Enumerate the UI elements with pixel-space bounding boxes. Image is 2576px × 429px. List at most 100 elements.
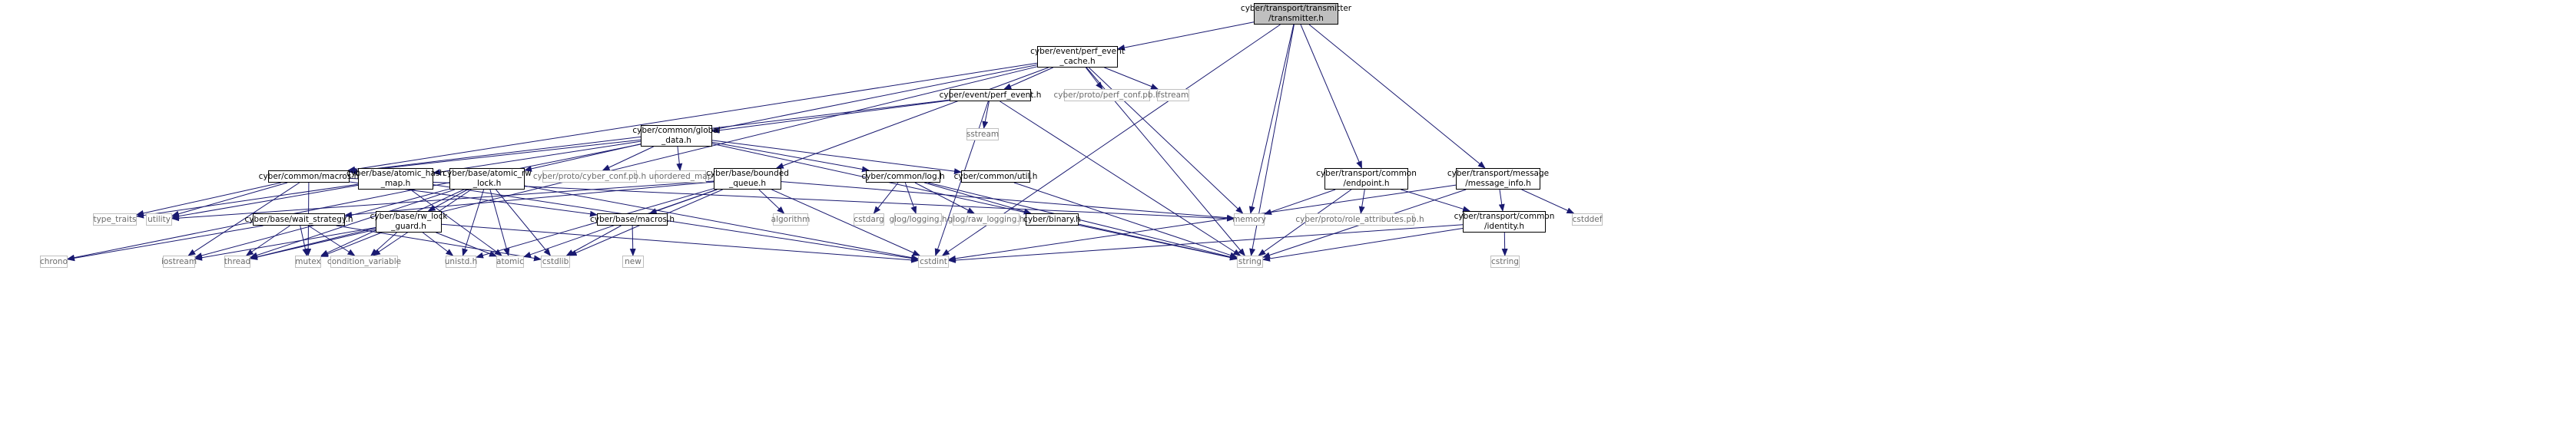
edge-rw_lock_guard-to-iostream bbox=[194, 227, 376, 261]
edge-wait_strategy-to-condition_variable bbox=[308, 225, 356, 256]
condition-variable-node: condition_variable bbox=[327, 256, 401, 268]
edge-endpoint-to-identity bbox=[1401, 189, 1471, 213]
global-data-h-node[interactable]: cyber/common/global _data.h bbox=[632, 125, 721, 147]
edge-identity-to-string bbox=[1262, 228, 1464, 262]
edge-bounded_queue-to-cstdint bbox=[771, 189, 921, 256]
edge-message_info-to-cstdint bbox=[948, 184, 1457, 262]
edge-perf_event_cache-to-perf_event bbox=[1003, 67, 1053, 90]
edge-endpoint-to-memory bbox=[1264, 189, 1336, 215]
new-node: new bbox=[622, 256, 644, 268]
glog-raw-logging-h-node: glog/raw_logging.h bbox=[948, 213, 1024, 226]
unordered-map-node: unordered_map bbox=[649, 170, 712, 183]
edge-global_data-to-macros_common bbox=[349, 139, 642, 175]
edge-log-to-glog_logging bbox=[904, 182, 917, 214]
edge-global_data-to-atomic_hash_map bbox=[433, 140, 642, 176]
edge-transmitter-to-memory bbox=[1248, 24, 1295, 214]
edge-message_info-to-identity bbox=[1498, 189, 1505, 212]
cstdarg-node: cstdarg bbox=[854, 213, 884, 226]
type-traits-node: type_traits bbox=[93, 213, 137, 226]
edge-perf_event_cache-to-perf_conf_pb bbox=[1085, 67, 1103, 90]
edge-perf_event-to-global_data bbox=[711, 100, 950, 134]
mutex-node: mutex bbox=[295, 256, 321, 268]
edge-bounded_queue-to-unistd bbox=[476, 188, 714, 259]
edge-perf_event_cache-to-chrono bbox=[67, 64, 1038, 261]
utility-node: utility bbox=[146, 213, 172, 226]
edge-atomic_rw_lock-to-thread bbox=[250, 189, 456, 259]
edge-bounded_queue-to-wait_strategy bbox=[344, 181, 714, 218]
edge-message_info-to-cstddef bbox=[1521, 189, 1575, 214]
edge-bounded_queue-to-memory bbox=[781, 181, 1235, 221]
edge-global_data-to-atomic_rw_lock bbox=[524, 144, 642, 172]
perf-conf-pb-h-node: cyber/proto/perf_conf.pb.h bbox=[1053, 89, 1161, 101]
base-macros-h-node[interactable]: cyber/base/macros.h bbox=[590, 213, 675, 226]
edge-log-to-string bbox=[927, 182, 1238, 260]
edge-macros_base-to-cstdlib bbox=[565, 225, 622, 256]
string-node: string bbox=[1237, 256, 1263, 268]
memory-node: memory bbox=[1232, 213, 1266, 226]
cstdint-node: cstdint bbox=[918, 256, 949, 268]
identity-h-node[interactable]: cyber/transport/common /identity.h bbox=[1454, 211, 1555, 233]
fstream-node: fstream bbox=[1157, 89, 1189, 101]
edge-perf_event_cache-to-fstream bbox=[1104, 67, 1159, 90]
edge-atomic_rw_lock-to-atomic bbox=[489, 189, 510, 256]
endpoint-h-node[interactable]: cyber/transport/common /endpoint.h bbox=[1316, 168, 1417, 190]
edge-macros_base-to-new bbox=[629, 225, 636, 256]
edge-perf_event_cache-to-bounded_queue bbox=[775, 67, 1049, 169]
edge-log-to-binary bbox=[924, 182, 1032, 215]
edge-perf_event-to-string bbox=[1000, 101, 1242, 256]
binary-h-node[interactable]: cyber/binary.h bbox=[1023, 213, 1081, 226]
common-macros-h-node[interactable]: cyber/common/macros.h bbox=[259, 170, 359, 183]
edge-identity-to-cstdint bbox=[948, 224, 1464, 263]
atomic-rw-lock-h-node[interactable]: cyber/base/atomic_rw _lock.h bbox=[443, 168, 532, 190]
role-attributes-pb-h-node: cyber/proto/role_attributes.pb.h bbox=[1295, 213, 1424, 226]
message-info-h-node[interactable]: cyber/transport/message /message_info.h bbox=[1447, 168, 1550, 190]
edge-perf_event_cache-to-macros_common bbox=[347, 62, 1038, 173]
bounded-queue-h-node[interactable]: cyber/base/bounded _queue.h bbox=[706, 168, 789, 190]
chrono-node: chrono bbox=[40, 256, 68, 268]
edge-atomic_rw_lock-to-cstdint bbox=[524, 185, 919, 261]
edge-endpoint-to-role_attributes_pb bbox=[1358, 189, 1365, 214]
edge-macros_common-to-iostream bbox=[187, 182, 300, 256]
edge-bounded_queue-to-algorithm bbox=[758, 189, 785, 214]
edge-rw_lock_guard-to-cstdint bbox=[441, 223, 919, 263]
edge-identity-to-cstring bbox=[1501, 232, 1508, 256]
edge-transmitter-to-message_info bbox=[1308, 24, 1486, 169]
edge-util-to-string bbox=[1013, 182, 1238, 259]
edge-rw_lock_guard-to-atomic bbox=[436, 232, 497, 257]
edge-atomic_hash_map-to-utility bbox=[171, 184, 359, 219]
edge-global_data-to-string bbox=[711, 143, 1238, 261]
rw-lock-guard-h-node[interactable]: cyber/base/rw_lock _guard.h bbox=[370, 211, 448, 233]
algorithm-node: algorithm bbox=[771, 213, 810, 226]
unistd-h-node: unistd.h bbox=[445, 256, 477, 268]
edge-log-to-glog_raw_logging bbox=[914, 182, 975, 214]
wait-strategy-h-node[interactable]: cyber/base/wait_strategy.h bbox=[244, 213, 353, 226]
edge-rw_lock_guard-to-thread bbox=[250, 229, 376, 260]
cstring-node: cstring bbox=[1490, 256, 1520, 268]
edge-global_data-to-log bbox=[711, 141, 870, 173]
edge-atomic_hash_map-to-atomic bbox=[410, 189, 502, 256]
edge-wait_strategy-to-mutex bbox=[300, 225, 309, 256]
iostream-node: iostream bbox=[161, 256, 197, 268]
thread-node: thread bbox=[224, 256, 250, 268]
edge-layer bbox=[67, 21, 1575, 263]
perf-event-cache-h-node[interactable]: cyber/event/perf_event _cache.h bbox=[1030, 46, 1125, 68]
edge-bounded_queue-to-utility bbox=[171, 180, 714, 222]
atomic-hash-map-h-node[interactable]: cyber/base/atomic_hash _map.h bbox=[346, 168, 445, 190]
edge-wait_strategy-to-chrono bbox=[67, 225, 264, 262]
perf-event-h-node[interactable]: cyber/event/perf_event.h bbox=[940, 89, 1041, 101]
common-util-h-node[interactable]: cyber/common/util.h bbox=[954, 170, 1037, 183]
glog-logging-h-node: glog/logging.h bbox=[889, 213, 947, 226]
transmitter-h-node: cyber/transport/transmitter /transmitter… bbox=[1240, 3, 1352, 25]
common-log-h-node[interactable]: cyber/common/log.h bbox=[861, 170, 945, 183]
edge-log-to-cstdarg bbox=[873, 182, 899, 214]
atomic-node: atomic bbox=[496, 256, 524, 268]
edge-atomic_hash_map-to-cstdint bbox=[433, 184, 919, 262]
edge-endpoint-to-string bbox=[1258, 189, 1352, 256]
edge-global_data-to-cyber_conf_pb bbox=[602, 146, 654, 171]
edge-rw_lock_guard-to-condition_variable bbox=[370, 232, 397, 256]
edge-transmitter-to-perf_event_cache bbox=[1117, 21, 1255, 51]
cyber-conf-pb-h-node: cyber/proto/cyber_conf.pb.h bbox=[533, 170, 646, 183]
edge-wait_strategy-to-thread bbox=[245, 225, 290, 256]
edge-rw_lock_guard-to-mutex bbox=[320, 232, 382, 257]
